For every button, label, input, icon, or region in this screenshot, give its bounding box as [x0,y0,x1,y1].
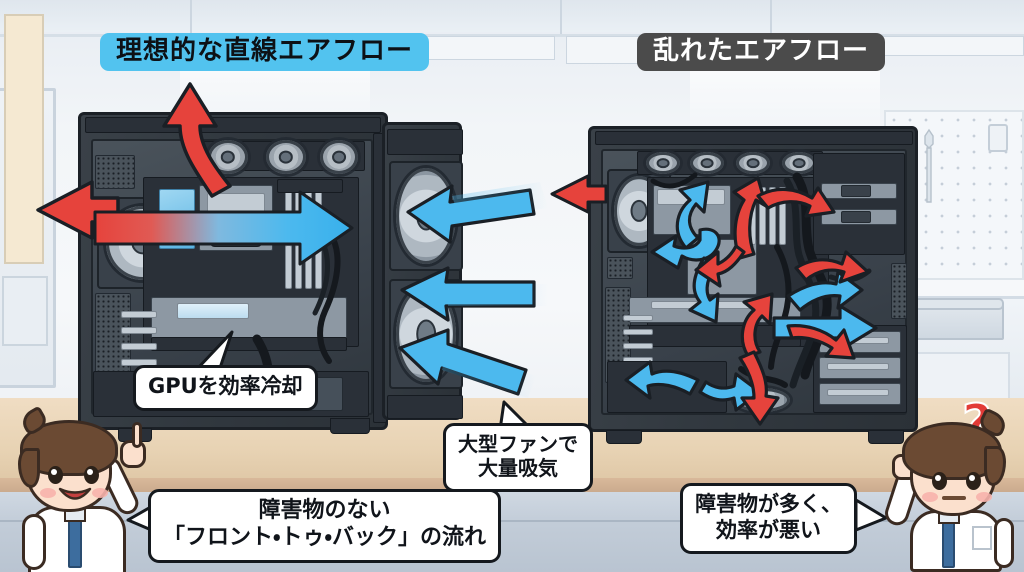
floor-seam-line [0,520,1024,522]
cheek-right [92,488,108,498]
left-cabinet-door [2,276,48,346]
pointing-finger [132,422,142,448]
ceiling-shelf-band [0,0,1024,32]
cheek-left [40,488,56,498]
confused-boy-character: ? [881,392,1024,572]
eye-right [966,472,981,490]
right-arm [994,518,1014,568]
necktie [942,518,955,568]
callout-many-obstacles: 障害物が多く、 効率が悪い [680,483,857,555]
shelf-divider-2 [560,0,562,34]
left-case-foot-2 [330,418,370,434]
cheek-right [976,492,992,502]
callout-right-tail [854,498,888,532]
shelf-divider-1 [190,0,192,34]
callout-big-fan-intake: 大型ファンで 大量吸気 [443,423,593,492]
title-chip-ideal-airflow: 理想的な直線エアフロー [100,33,430,71]
eye-left [932,472,947,490]
eye-right [84,466,99,484]
smiling-mouth [58,487,92,500]
necktie [68,516,82,568]
callout-gpu-cooling: GPUを効率冷却 [133,365,318,411]
shirt-pocket [972,526,992,550]
right-case-foot-2 [868,430,904,444]
tool-hook [988,124,1008,152]
wrench-icon [924,128,934,203]
messy-cable-bundle [650,172,872,389]
shelf-line-top [0,34,1024,37]
title-chip-turbulent-airflow: 乱れたエアフロー [637,33,886,71]
pointing-boy-character [4,404,154,572]
right-case-foot-1 [606,430,642,444]
right-pc-case [588,126,918,432]
hair-sideburn [18,448,40,488]
flat-mouth [942,496,966,500]
cheek-left [922,492,938,502]
eye-left [48,466,63,484]
hair-sideburn [984,446,1006,486]
left-cabinet-wood-panel [4,14,44,264]
callout-front-to-back-flow: 障害物のない 「フロント・トゥ・バック」の流れ [148,489,501,563]
shelf-divider-3 [770,0,772,34]
left-arm [22,514,46,570]
left-pc-case-front-panel [382,122,463,420]
toolbox-lid [908,298,1004,310]
